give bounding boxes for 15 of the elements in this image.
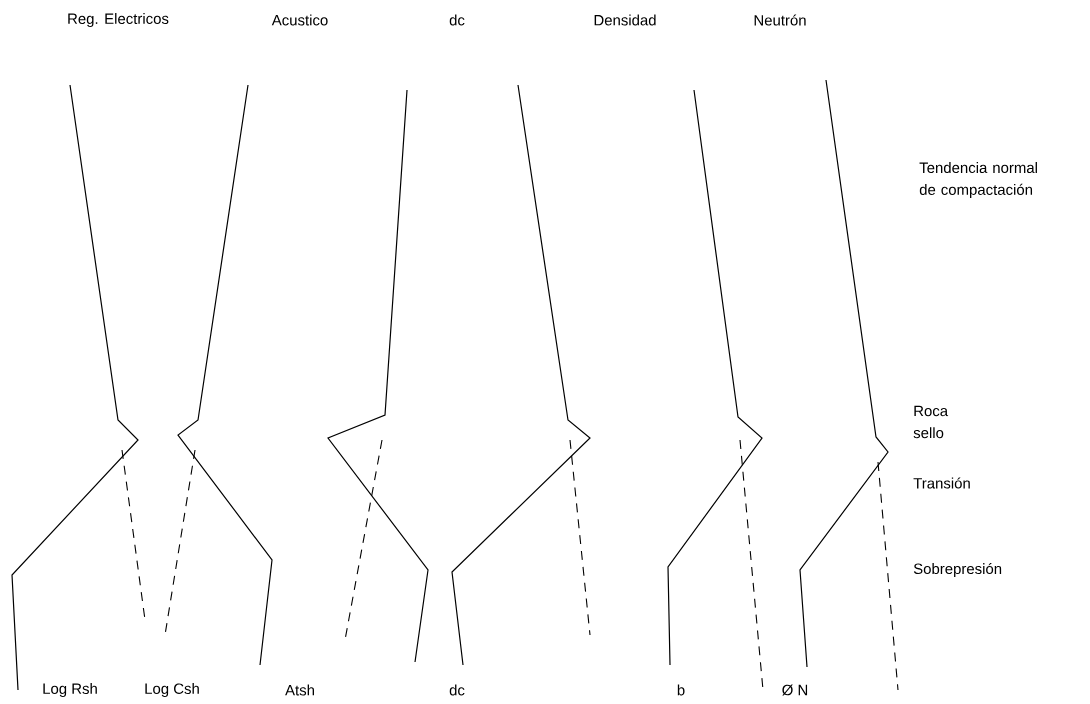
log-label: Neutrón (754, 14, 806, 26)
log-label: dc (449, 684, 465, 696)
log-label: b (677, 684, 685, 696)
log-label: Reg. Electricos (68, 13, 169, 27)
log-label: Atsh (285, 684, 314, 696)
log-label: Densidad (594, 14, 656, 26)
log-label: Tendencia normal de compactación (919, 162, 1037, 198)
log-label: Sobrepresión (913, 562, 1002, 578)
log-label: Log Rsh (43, 683, 97, 697)
log-label: dc (449, 14, 465, 26)
log-label: Roca sello (913, 405, 949, 439)
log-label: Acustico (271, 14, 328, 26)
log-label: Log Csh (145, 683, 199, 697)
log-label: Transión (913, 477, 970, 489)
log-label: Ø N (782, 684, 808, 696)
